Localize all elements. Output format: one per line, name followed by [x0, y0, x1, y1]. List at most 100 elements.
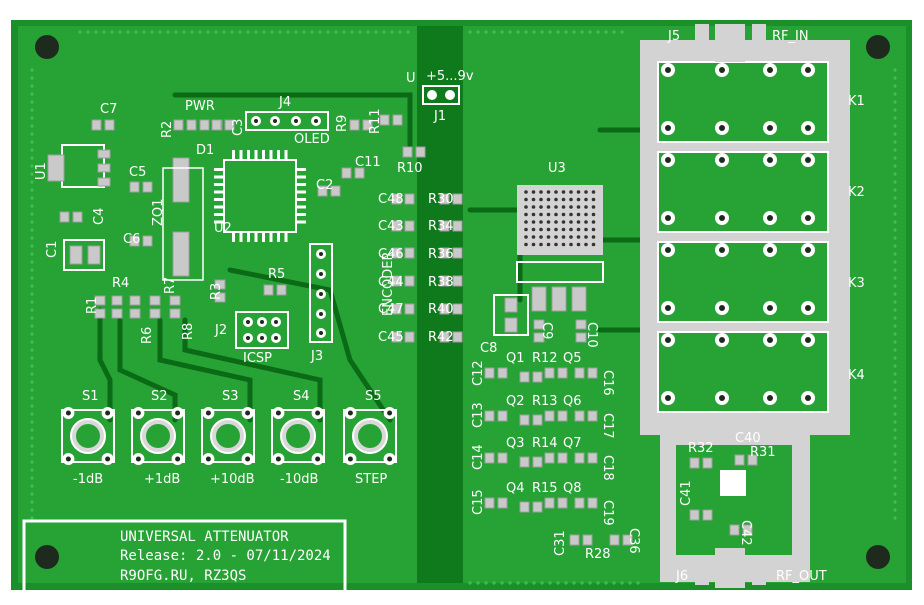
u3-pad — [517, 185, 603, 255]
lbl-btn-m1db: -1dB — [73, 472, 103, 487]
lbl-r31: R31 — [750, 445, 776, 460]
lbl-r30: R30 — [428, 192, 454, 207]
lbl-q3: Q3 — [506, 436, 525, 451]
relay-k1 — [657, 61, 829, 143]
lbl-q2: Q2 — [506, 394, 525, 409]
lbl-c45: C45 — [378, 330, 404, 345]
relay-k4 — [657, 331, 829, 413]
lbl-zq1: ZQ1 — [151, 199, 166, 226]
lbl-c31: C31 — [553, 530, 568, 556]
lbl-r10: R10 — [397, 161, 423, 176]
lbl-s1: S1 — [82, 389, 99, 404]
lbl-btn-step: STEP — [355, 472, 387, 487]
ic-attenuator — [720, 470, 746, 496]
lbl-c7: C7 — [100, 102, 117, 117]
lbl-q8: Q8 — [563, 481, 582, 496]
lbl-r15: R15 — [532, 481, 558, 496]
lbl-c41: C41 — [679, 480, 694, 506]
lbl-r36: R36 — [428, 247, 454, 262]
lbl-j3: J3 — [310, 349, 323, 364]
lbl-u3: U3 — [548, 161, 566, 176]
lbl-icsp: ICSP — [243, 351, 272, 366]
j2-header — [235, 311, 289, 349]
lbl-s5: S5 — [365, 389, 382, 404]
lbl-c14: C14 — [471, 444, 486, 470]
lbl-q1: Q1 — [506, 351, 525, 366]
title-line-1: UNIVERSAL ATTENUATOR — [120, 529, 289, 545]
lbl-c13: C13 — [471, 402, 486, 428]
lbl-j4: J4 — [278, 95, 291, 110]
lbl-r8: R8 — [181, 323, 196, 340]
lbl-c18: C18 — [600, 455, 615, 481]
mounting-hole-tr — [866, 35, 890, 59]
relay-block — [640, 24, 850, 435]
lbl-c17: C17 — [600, 413, 615, 439]
u2-mcu — [214, 150, 306, 242]
silk-labels: C7 PWR J4 R2 D1 C3 OLED R9 R11 R10 U +5.… — [34, 29, 865, 584]
lbl-pwr: PWR — [185, 99, 215, 114]
lbl-j2: J2 — [214, 323, 227, 338]
j6-connector — [715, 548, 745, 588]
lbl-c46: C46 — [378, 247, 404, 262]
lbl-u1: U1 — [34, 162, 49, 180]
lbl-vin: +5...9v — [426, 69, 474, 84]
lbl-s3: S3 — [222, 389, 239, 404]
lbl-c43: C43 — [378, 219, 404, 234]
relay-k3 — [657, 241, 829, 323]
mounting-hole-tl — [35, 35, 59, 59]
lbl-r7: R7 — [163, 277, 178, 294]
title-line-2: Release: 2.0 - 07/11/2024 — [120, 548, 331, 564]
lbl-btn-p1db: +1dB — [144, 472, 180, 487]
lbl-r11: R11 — [368, 108, 383, 134]
lbl-q5: Q5 — [563, 351, 582, 366]
lbl-r9: R9 — [335, 115, 350, 132]
j4-header — [245, 111, 329, 131]
lbl-j6: J6 — [675, 569, 688, 584]
lbl-c15: C15 — [471, 489, 486, 515]
lbl-r4: R4 — [112, 276, 129, 291]
traces — [97, 92, 643, 423]
lbl-c12: C12 — [471, 360, 486, 386]
lbl-u: U — [406, 71, 416, 86]
lbl-c5: C5 — [129, 165, 146, 180]
lbl-q7: Q7 — [563, 436, 582, 451]
lbl-k2: K2 — [848, 185, 865, 200]
mounting-hole-bl — [35, 545, 59, 569]
lbl-oled: OLED — [294, 132, 330, 147]
j5-connector — [715, 24, 745, 62]
u3-module — [516, 185, 604, 312]
lbl-r1: R1 — [85, 297, 100, 314]
title-line-3: R9OFG.RU, RZ3QS — [120, 568, 246, 584]
lbl-c47: C47 — [378, 302, 404, 317]
smd-components — [59, 114, 758, 546]
lbl-btn-p10db: +10dB — [210, 472, 255, 487]
lbl-c44: C44 — [378, 275, 404, 290]
lbl-c9: C9 — [539, 322, 554, 339]
lbl-c16: C16 — [600, 370, 615, 396]
lbl-r34: R34 — [428, 219, 454, 234]
lbl-rf-in: RF_IN — [772, 29, 809, 44]
j3-header — [309, 243, 333, 343]
lbl-c42: C42 — [738, 520, 753, 546]
lbl-btn-m10db: -10dB — [280, 472, 318, 487]
zq1-pad-bottom — [172, 231, 190, 277]
lbl-d1: D1 — [196, 143, 214, 158]
lbl-k4: K4 — [848, 368, 865, 383]
relay-k2 — [657, 151, 829, 233]
lbl-r38: R38 — [428, 275, 454, 290]
lbl-c19: C19 — [600, 500, 615, 526]
lbl-j1: J1 — [433, 109, 446, 124]
lbl-r12: R12 — [532, 351, 558, 366]
lbl-c11: C11 — [355, 155, 381, 170]
lbl-u2: U2 — [214, 221, 232, 236]
lbl-q4: Q4 — [506, 481, 525, 496]
lbl-rf-out: RF_OUT — [776, 569, 827, 584]
lbl-s2: S2 — [151, 389, 168, 404]
lbl-r2: R2 — [160, 121, 175, 138]
lbl-c48: C48 — [378, 192, 404, 207]
lbl-s4: S4 — [293, 389, 310, 404]
lbl-r3: R3 — [209, 283, 224, 300]
lbl-c40: C40 — [735, 431, 761, 446]
